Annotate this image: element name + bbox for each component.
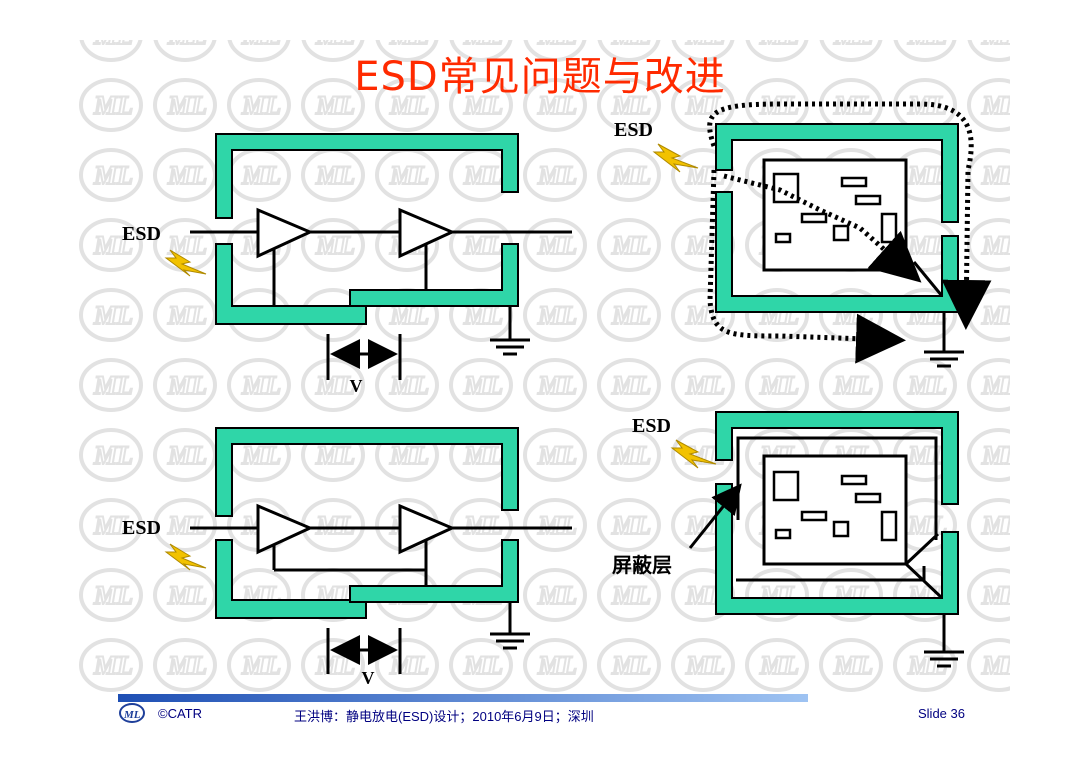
voltage-label: V: [362, 668, 375, 688]
ground-symbol-icon: [924, 312, 964, 368]
amplifier-triangle-icon: [398, 207, 456, 259]
lightning-bolt-icon: [164, 249, 207, 277]
ground-symbol-icon: [490, 306, 530, 356]
lightning-bolt-icon: [164, 543, 207, 571]
panel-bottom-right-shield-layer: ESD 屏蔽层: [612, 411, 964, 668]
voltage-label: V: [350, 376, 363, 396]
chassis-bottom-left: [215, 427, 519, 619]
amplifier-triangle-icon: [256, 207, 314, 259]
chassis-top-left: [215, 133, 519, 325]
slide-title: ESD常见问题与改进: [354, 54, 726, 100]
panel-bottom-left-common-ground: V ESD: [122, 427, 572, 688]
chassis-top-right: [715, 123, 959, 313]
ground-symbol-icon: [490, 602, 530, 650]
lightning-bolt-icon: [670, 439, 717, 469]
chassis-bottom-right: [715, 411, 959, 615]
amplifier-triangle-icon: [256, 503, 314, 555]
voltage-indicator: [326, 628, 402, 674]
footer-slide-number: Slide 36: [918, 706, 965, 721]
amplifier-triangle-icon: [398, 503, 456, 555]
voltage-indicator: [326, 334, 402, 380]
svg-text:ML: ML: [123, 709, 141, 721]
esd-label: ESD: [614, 119, 653, 141]
footer-copyright: ©CATR: [158, 706, 203, 721]
catr-logo-icon: ML: [119, 703, 145, 723]
panel-top-left-split-ground: V ESD: [122, 133, 572, 396]
esd-label: ESD: [122, 517, 161, 539]
panel-top-right-discharge-path: ESD: [614, 101, 992, 368]
shield-layer-label: 屏蔽层: [612, 553, 672, 577]
pcb-components: [772, 470, 898, 542]
footer-citation: 王洪博：静电放电(ESD)设计；2010年6月9日；深圳: [294, 709, 594, 724]
footer-bar: [118, 694, 808, 702]
esd-label: ESD: [122, 223, 161, 245]
esd-label: ESD: [632, 415, 671, 437]
ground-symbol-icon: [924, 614, 964, 668]
lightning-bolt-icon: [652, 143, 699, 173]
